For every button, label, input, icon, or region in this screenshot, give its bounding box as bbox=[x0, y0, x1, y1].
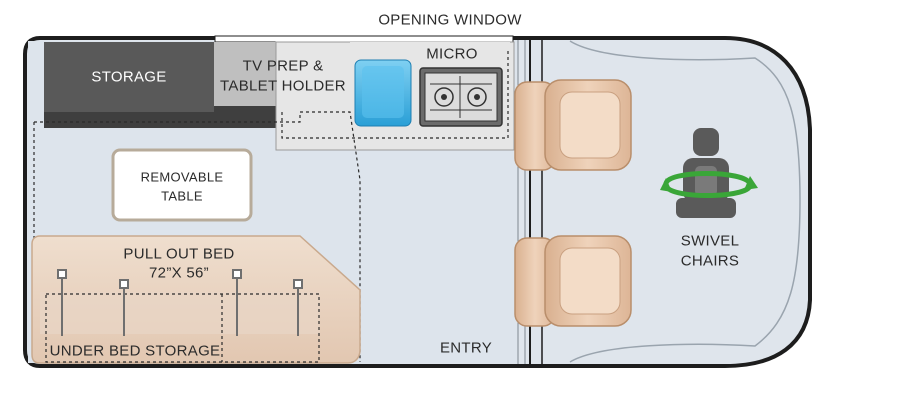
swivel-chair-upper bbox=[514, 79, 632, 171]
swivel-chairs-label-line2: CHAIRS bbox=[680, 252, 740, 270]
bed-inner bbox=[40, 292, 320, 334]
tv-prep-label-line2: TABLET HOLDER bbox=[220, 77, 346, 95]
cooktop-icon bbox=[419, 67, 503, 127]
removable-table-label-line1: REMOVABLE bbox=[140, 169, 224, 185]
overhead-cabinet-dashed bbox=[34, 111, 361, 362]
pull-out-bed-label-line1: PULL OUT BED bbox=[123, 245, 235, 263]
storage-cabinet-front bbox=[44, 112, 214, 128]
under-bed-storage-label: UNDER BED STORAGE bbox=[49, 342, 221, 360]
sink-icon bbox=[354, 59, 412, 127]
entry-label: ENTRY bbox=[439, 339, 493, 357]
storage-label: STORAGE bbox=[91, 68, 167, 86]
tv-prep-label-line1: TV PREP & bbox=[242, 57, 324, 75]
storage-cabinet bbox=[44, 42, 214, 112]
opening-window-frame bbox=[214, 35, 514, 43]
pull-out-bed-label-line2: 72”x 56” bbox=[149, 264, 209, 282]
opening-window-label: OPENING WINDOW bbox=[378, 11, 522, 29]
galley-dashed bbox=[281, 50, 509, 139]
removable-table bbox=[111, 148, 253, 222]
removable-table-label-line2: TABLE bbox=[161, 188, 203, 204]
under-bed-storage-dashed bbox=[45, 293, 320, 363]
cab-dashboard bbox=[569, 40, 801, 363]
bed-posts bbox=[57, 269, 303, 336]
swivel-chairs-label-line1: SWIVEL bbox=[680, 232, 740, 250]
micro-label: MICRO bbox=[426, 45, 478, 63]
swivel-chair-lower bbox=[514, 235, 632, 327]
swivel-arrow-icon bbox=[660, 171, 758, 199]
